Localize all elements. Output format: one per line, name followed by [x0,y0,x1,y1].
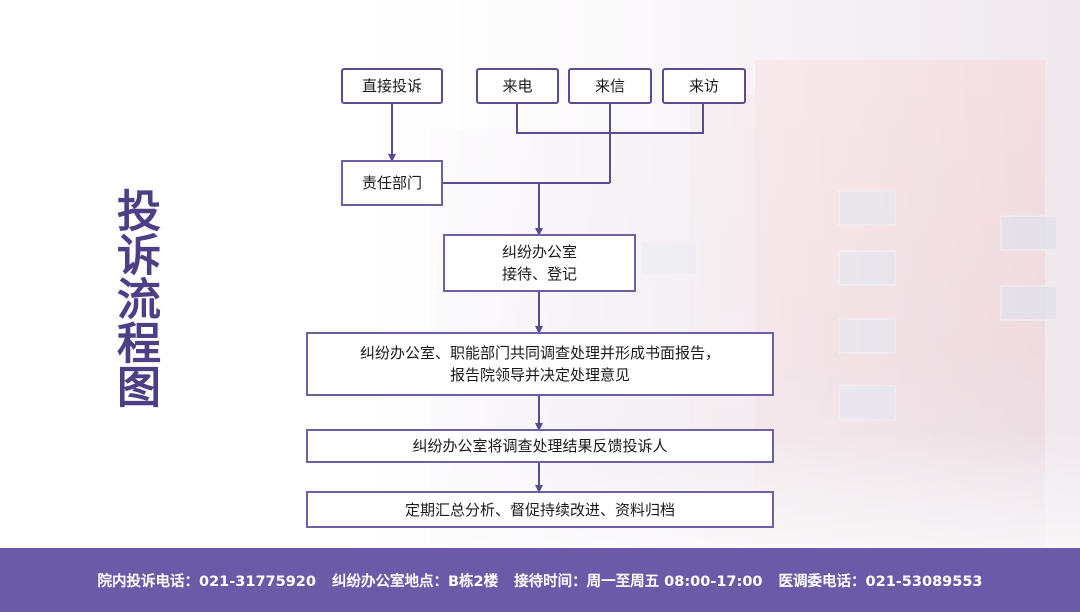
footer-contact-bar: 院内投诉电话：021-31775920 纠纷办公室地点：B栋2楼 接待时间：周一… [0,548,1080,612]
footer-mediation-phone: 医调委电话：021-53089553 [778,573,983,590]
source-direct-complaint: 直接投诉 [341,68,443,104]
page-title: 投诉流程图 [109,188,160,408]
source-phone: 来电 [476,68,559,104]
summary-label: 定期汇总分析、督促持续改进、资料归档 [404,500,675,519]
reception-line-2: 接待、登记 [501,265,577,283]
reception-line-1: 纠纷办公室 [501,243,577,261]
source-letter: 来信 [568,68,652,104]
source-phone-label: 来电 [502,77,533,95]
investigation-line-1: 纠纷办公室、职能部门共同调查处理并形成书面报告， [359,344,720,362]
step-reception-registration: 纠纷办公室 接待、登记 [443,234,636,292]
footer-reception-hours: 接待时间：周一至周五 08:00-17:00 [514,573,763,590]
flow-connectors [388,104,704,493]
step-periodic-summary: 定期汇总分析、督促持续改进、资料归档 [306,491,774,528]
source-letter-label: 来信 [594,77,625,95]
feedback-label: 纠纷办公室将调查处理结果反馈投诉人 [412,437,668,455]
step-joint-investigation: 纠纷办公室、职能部门共同调查处理并形成书面报告， 报告院领导并决定处理意见 [306,332,774,396]
investigation-line-2: 报告院领导并决定处理意见 [449,366,630,384]
step-feedback-to-complainant: 纠纷办公室将调查处理结果反馈投诉人 [306,429,774,463]
source-direct-label: 直接投诉 [361,77,422,95]
footer-hotline: 院内投诉电话：021-31775920 [97,573,316,590]
source-visit: 来访 [662,68,746,104]
step-responsible-department: 责任部门 [341,160,443,206]
source-visit-label: 来访 [688,77,719,95]
department-label: 责任部门 [361,174,422,192]
footer-office-location: 纠纷办公室地点：B栋2楼 [331,573,499,590]
